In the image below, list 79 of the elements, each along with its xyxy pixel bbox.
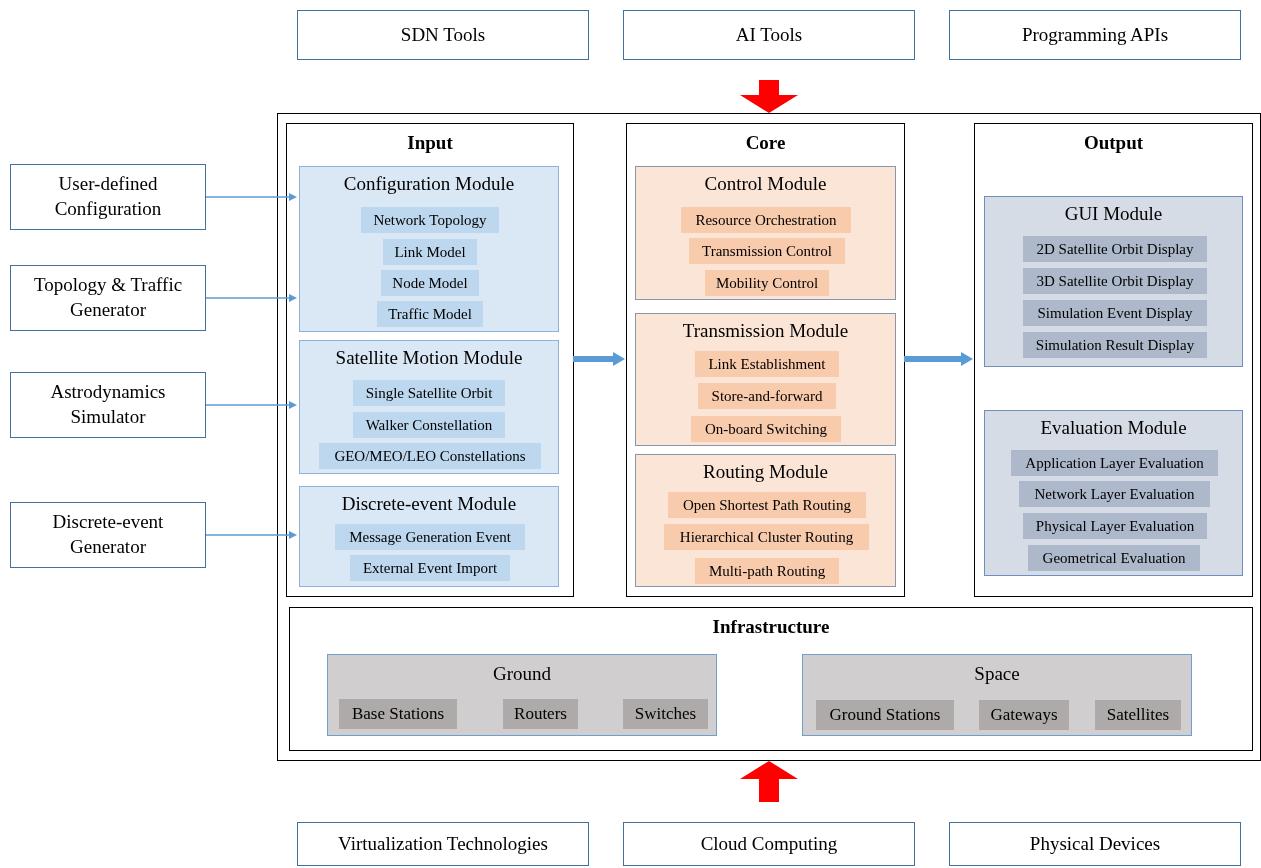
module-item: Node Model bbox=[381, 270, 479, 296]
component-item: Satellites bbox=[1095, 700, 1181, 730]
module-item: Walker Constellation bbox=[353, 412, 505, 438]
component-item: Ground Stations bbox=[816, 700, 954, 730]
block-arrow bbox=[740, 761, 798, 802]
module-box bbox=[299, 486, 559, 587]
source-box: Topology & Traffic Generator bbox=[10, 265, 206, 331]
component-item: Gateways bbox=[979, 700, 1069, 730]
module-box bbox=[299, 340, 559, 474]
panel-title: Infrastructure bbox=[711, 616, 831, 638]
module-item: Network Layer Evaluation bbox=[1019, 481, 1210, 507]
component-item: Routers bbox=[503, 699, 578, 729]
module-box bbox=[299, 166, 559, 332]
module-item: 3D Satellite Orbit Display bbox=[1023, 268, 1207, 294]
module-item: Physical Layer Evaluation bbox=[1023, 513, 1207, 539]
source-box: Virtualization Technologies bbox=[297, 822, 589, 866]
module-box bbox=[635, 313, 896, 446]
frame-box bbox=[277, 113, 1261, 761]
module-item: Single Satellite Orbit bbox=[353, 380, 505, 406]
source-box: SDN Tools bbox=[297, 10, 589, 60]
module-item: Application Layer Evaluation bbox=[1011, 450, 1218, 476]
block-arrow bbox=[573, 352, 625, 366]
module-title: Evaluation Module bbox=[1039, 417, 1188, 439]
source-box: Physical Devices bbox=[949, 822, 1241, 866]
arrow bbox=[205, 294, 297, 302]
section-panel bbox=[286, 123, 574, 597]
panel-title: Core bbox=[744, 132, 787, 154]
source-box: Programming APIs bbox=[949, 10, 1241, 60]
source-box: Cloud Computing bbox=[623, 822, 915, 866]
module-item: Geometrical Evaluation bbox=[1028, 545, 1200, 571]
module-title: Control Module bbox=[703, 173, 828, 195]
module-item: Link Model bbox=[383, 239, 477, 265]
module-box bbox=[984, 196, 1243, 367]
module-box bbox=[635, 454, 896, 587]
group-title: Space bbox=[973, 663, 1021, 685]
module-item: Traffic Model bbox=[377, 301, 483, 327]
section-panel bbox=[289, 607, 1253, 751]
source-box: User-defined Configuration bbox=[10, 164, 206, 230]
module-item: Hierarchical Cluster Routing bbox=[664, 524, 869, 550]
arrow bbox=[205, 193, 297, 201]
module-title: Transmission Module bbox=[681, 320, 850, 342]
panel-title: Input bbox=[406, 132, 454, 154]
module-item: Store-and-forward bbox=[698, 383, 836, 409]
module-item: Mobility Control bbox=[705, 270, 829, 296]
group-box bbox=[327, 654, 717, 736]
module-item: Simulation Event Display bbox=[1023, 300, 1207, 326]
module-box bbox=[635, 166, 896, 300]
module-item: External Event Import bbox=[350, 555, 510, 581]
group-title: Ground bbox=[491, 663, 553, 685]
module-title: GUI Module bbox=[1063, 203, 1164, 225]
module-item: Simulation Result Display bbox=[1023, 332, 1207, 358]
block-arrow bbox=[740, 80, 798, 113]
source-box: Discrete-event Generator bbox=[10, 502, 206, 568]
module-title: Routing Module bbox=[701, 461, 830, 483]
module-item: Open Shortest Path Routing bbox=[668, 492, 866, 518]
module-item: GEO/MEO/LEO Constellations bbox=[319, 443, 541, 469]
module-box bbox=[984, 410, 1243, 576]
module-item: Network Topology bbox=[361, 207, 499, 233]
module-title: Discrete-event Module bbox=[340, 493, 518, 515]
component-item: Base Stations bbox=[339, 699, 457, 729]
block-arrow bbox=[904, 352, 973, 366]
module-item: On-board Switching bbox=[691, 416, 841, 442]
module-item: Link Establishment bbox=[695, 351, 839, 377]
section-panel bbox=[626, 123, 905, 597]
module-item: 2D Satellite Orbit Display bbox=[1023, 236, 1207, 262]
module-title: Configuration Module bbox=[342, 173, 516, 195]
module-title: Satellite Motion Module bbox=[334, 347, 524, 369]
module-item: Resource Orchestration bbox=[681, 207, 851, 233]
arrow bbox=[205, 401, 297, 409]
module-item: Multi-path Routing bbox=[695, 558, 839, 584]
group-box bbox=[802, 654, 1192, 736]
component-item: Switches bbox=[623, 699, 708, 729]
arrow bbox=[205, 531, 297, 539]
source-box: AI Tools bbox=[623, 10, 915, 60]
module-item: Message Generation Event bbox=[335, 524, 525, 550]
section-panel bbox=[974, 123, 1253, 597]
panel-title: Output bbox=[1082, 132, 1145, 154]
source-box: Astrodynamics Simulator bbox=[10, 372, 206, 438]
module-item: Transmission Control bbox=[689, 238, 845, 264]
